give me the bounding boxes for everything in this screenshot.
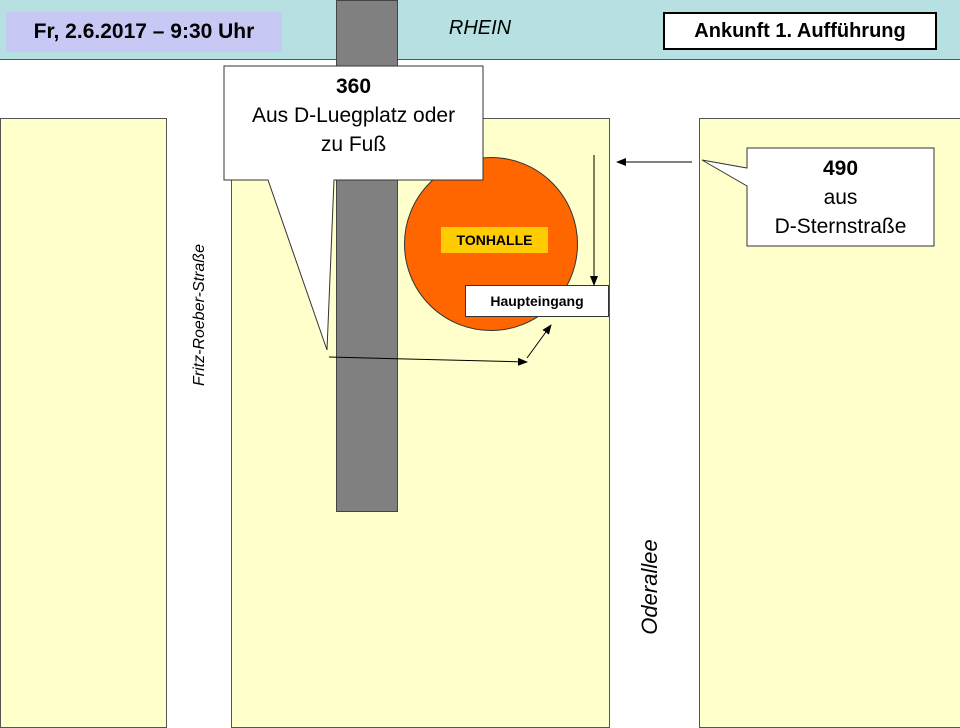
river-label: RHEIN (448, 17, 512, 39)
callout-right-line1: aus (823, 186, 858, 209)
callout-left-shape (223, 65, 484, 351)
route-arrow-left-horizontal (328, 356, 528, 366)
callout-left-line2: zu Fuß (320, 133, 387, 156)
route-arrow-left-diagonal (526, 324, 552, 359)
callout-left-text: 360 Aus D-Luegplatz oder zu Fuß (224, 72, 483, 159)
callout-right-text: 490 aus D-Sternstraße (747, 154, 934, 241)
main-entrance-label: Haupteingang (465, 285, 609, 317)
date-time-label: Fr, 2.6.2017 – 9:30 Uhr (6, 12, 282, 52)
slide-title: Ankunft 1. Aufführung (663, 12, 937, 50)
callout-right-line2: D-Sternstraße (774, 215, 907, 238)
callout-left-number: 360 (335, 75, 372, 98)
callout-right-shape (701, 147, 935, 247)
callout-left-line1: Aus D-Luegplatz oder (251, 104, 456, 127)
city-block-left (0, 118, 167, 728)
callout-right-number: 490 (822, 157, 859, 180)
tonhalle-label: TONHALLE (441, 227, 548, 253)
